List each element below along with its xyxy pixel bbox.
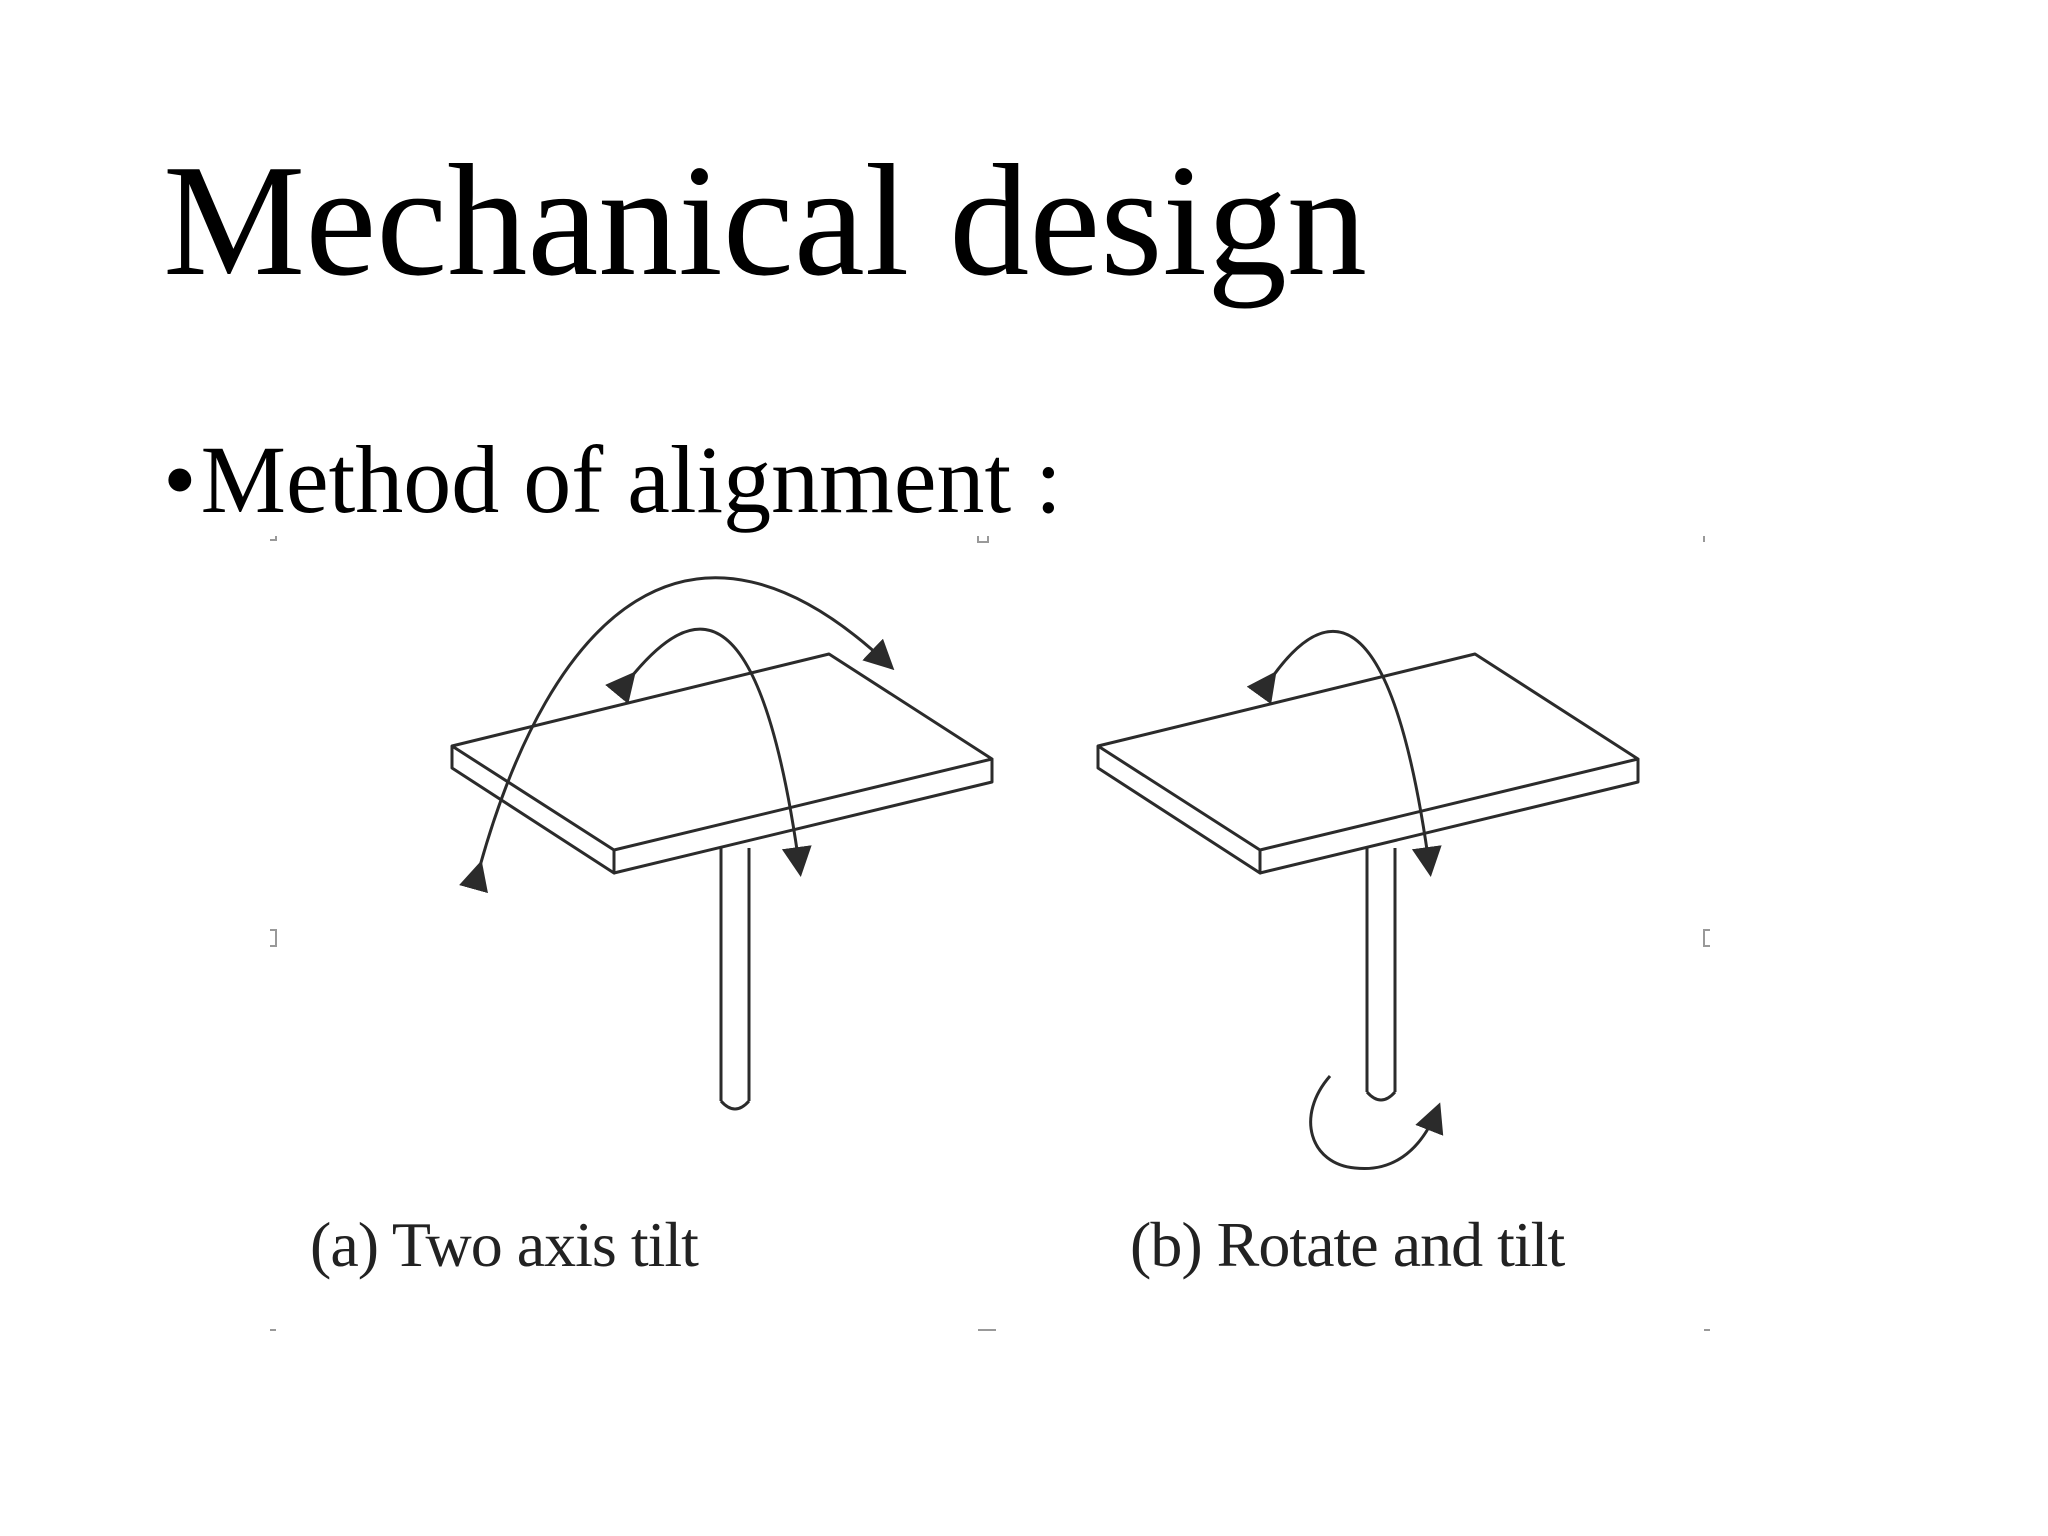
selection-handles	[270, 536, 1710, 1331]
panel-b-rotate-and-tilt	[1096, 629, 1640, 1171]
panel-a-post	[719, 848, 751, 1111]
panel-a-table-plate	[450, 652, 994, 875]
alignment-figure: (a) Two axis tilt (b) Rotate and tilt	[270, 536, 1710, 1356]
panel-a-caption: (a) Two axis tilt	[310, 1209, 699, 1280]
panel-b-rotate-arrow	[1309, 1075, 1444, 1171]
bullet-text: Method of alignment :	[200, 426, 1062, 533]
panel-b-table-plate	[1096, 652, 1640, 875]
bullet-marker: •	[163, 426, 197, 533]
slide-title: Mechanical design	[163, 131, 1367, 309]
panel-a-arc-arrow-large	[459, 576, 895, 894]
panel-a-arc-arrow-small	[605, 627, 812, 877]
panel-b-caption: (b) Rotate and tilt	[1130, 1209, 1565, 1280]
bullet-item: •Method of alignment :	[163, 432, 1062, 528]
panel-a-two-axis-tilt	[450, 576, 994, 1111]
panel-b-tilt-arrow	[1246, 629, 1442, 877]
alignment-diagram: (a) Two axis tilt (b) Rotate and tilt	[270, 536, 1710, 1331]
panel-b-post	[1365, 848, 1397, 1102]
